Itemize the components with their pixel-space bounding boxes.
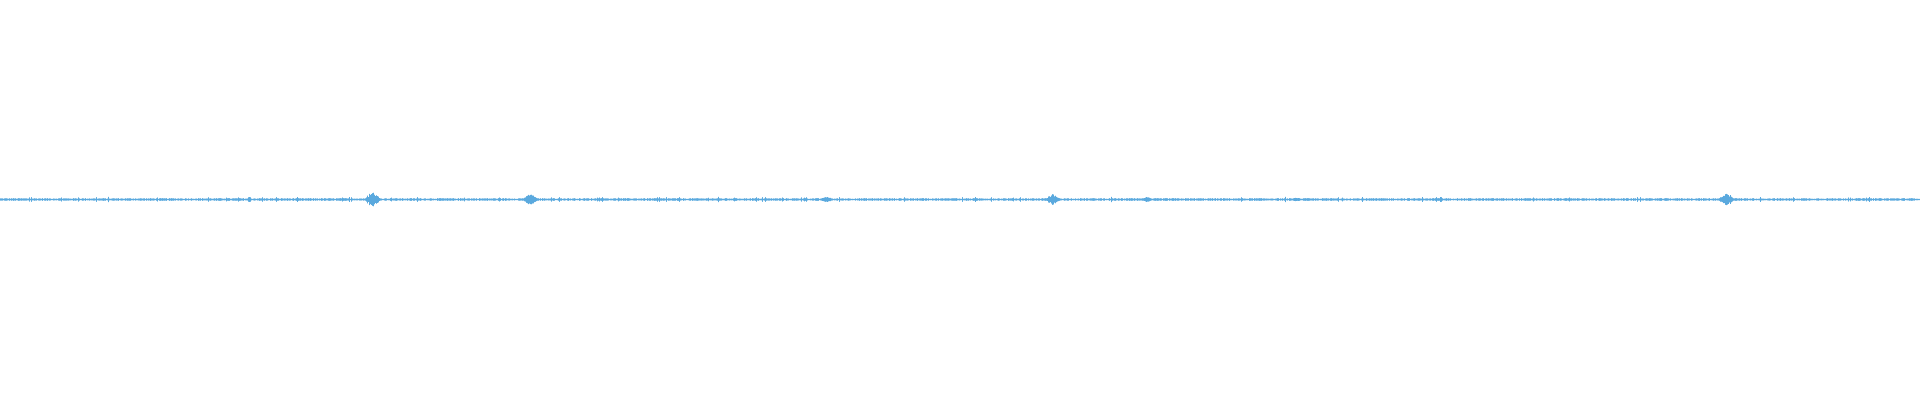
waveform-trace <box>0 192 1920 207</box>
waveform-samples <box>0 192 1920 207</box>
